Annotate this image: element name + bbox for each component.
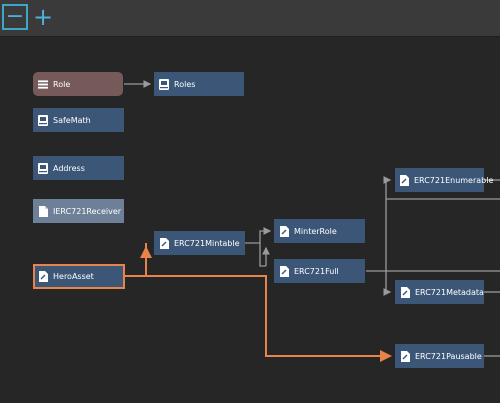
node-label: Address [53,163,85,173]
node-label: HeroAsset [53,272,94,281]
node-label: Role [53,79,71,89]
book-icon [159,78,169,90]
pen-document-icon [400,174,409,186]
pen-document-icon [400,350,410,362]
book-icon [38,162,48,174]
node-erc721full[interactable]: ERC721Full [274,259,365,283]
node-erc721mintable[interactable]: ERC721Mintable [154,231,245,255]
node-label: ERC721Pausable [415,351,482,361]
pen-document-icon [279,265,289,277]
node-label: ERC721Mintable [174,238,240,248]
node-label: ERC721Metadata [415,287,484,297]
node-label: MinterRole [294,226,337,236]
node-erc721pausable[interactable]: ERC721Pausable [395,344,484,368]
node-ierc721receiver[interactable]: IERC721Receiver [33,199,124,223]
node-label: IERC721Receiver [53,206,122,216]
node-label: ERC721Enumerable [414,175,494,185]
pen-document-icon [38,271,48,282]
node-label: SafeMath [53,115,91,125]
node-label: Roles [174,79,196,89]
pen-document-icon [159,237,169,249]
node-roles[interactable]: Roles [154,72,244,96]
node-heroasset[interactable]: HeroAsset [33,264,125,289]
zoom-out-button[interactable]: − [2,4,28,30]
toolbar: − + [0,0,500,37]
list-icon [38,79,48,90]
node-erc721enumerable[interactable]: ERC721Enumerable [395,168,493,192]
node-address[interactable]: Address [33,156,124,180]
node-minterrole[interactable]: MinterRole [274,219,365,243]
pen-document-icon [279,225,289,237]
node-label: ERC721Full [294,266,339,276]
node-role[interactable]: Role [33,72,123,96]
node-safemath[interactable]: SafeMath [33,108,124,132]
zoom-in-button[interactable]: + [32,3,54,31]
pen-document-icon [400,286,410,298]
node-erc721metadata[interactable]: ERC721Metadata [395,280,484,304]
document-icon [38,205,48,217]
book-icon [38,114,48,126]
